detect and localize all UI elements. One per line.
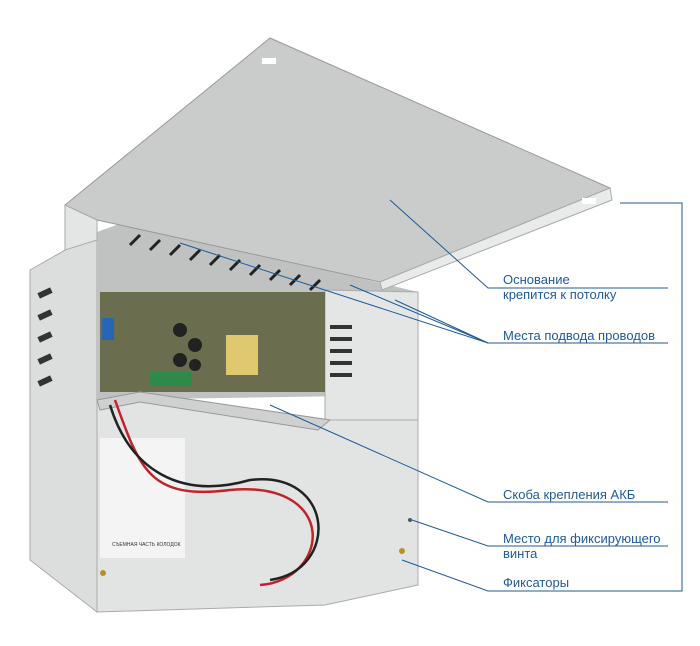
callout-screw-line2: винта [503, 546, 538, 561]
terminal-label: СЪЕМНАЯ ЧАСТЬ КОЛОДОК [112, 542, 181, 548]
circuit-board [100, 292, 325, 392]
screw-hole [408, 518, 412, 522]
right-vent-slots [330, 325, 352, 377]
callout-lines [179, 199, 683, 592]
label-sticker [100, 438, 185, 558]
callout-base-line2: крепится к потолку [503, 287, 617, 302]
callout-base-line1: Основание [503, 272, 570, 287]
callout-base: Основание крепится к потолку [503, 272, 616, 302]
capacitors [173, 323, 202, 371]
terminal-block [150, 372, 192, 386]
callout-battery-bracket: Скоба крепления АКБ [503, 487, 636, 502]
latch-left [100, 570, 106, 576]
latch-right [399, 548, 405, 554]
left-side-wall [29, 231, 98, 614]
black-wire [108, 404, 320, 582]
callout-wire-entry: Места подвода проводов [503, 328, 655, 343]
callout-screw-place: Место для фиксирующего винта [503, 531, 661, 561]
lid-edge-right [379, 187, 613, 291]
callout-latches: Фиксаторы [503, 575, 570, 590]
battery-bracket [96, 391, 332, 431]
left-vent-slots [37, 287, 53, 387]
lid-slot [262, 58, 276, 64]
relay [102, 318, 114, 340]
lid-edge [64, 204, 98, 251]
callout-screw-line1: Место для фиксирующего [503, 531, 661, 546]
lid-slot [582, 198, 596, 204]
transformer [226, 335, 258, 375]
